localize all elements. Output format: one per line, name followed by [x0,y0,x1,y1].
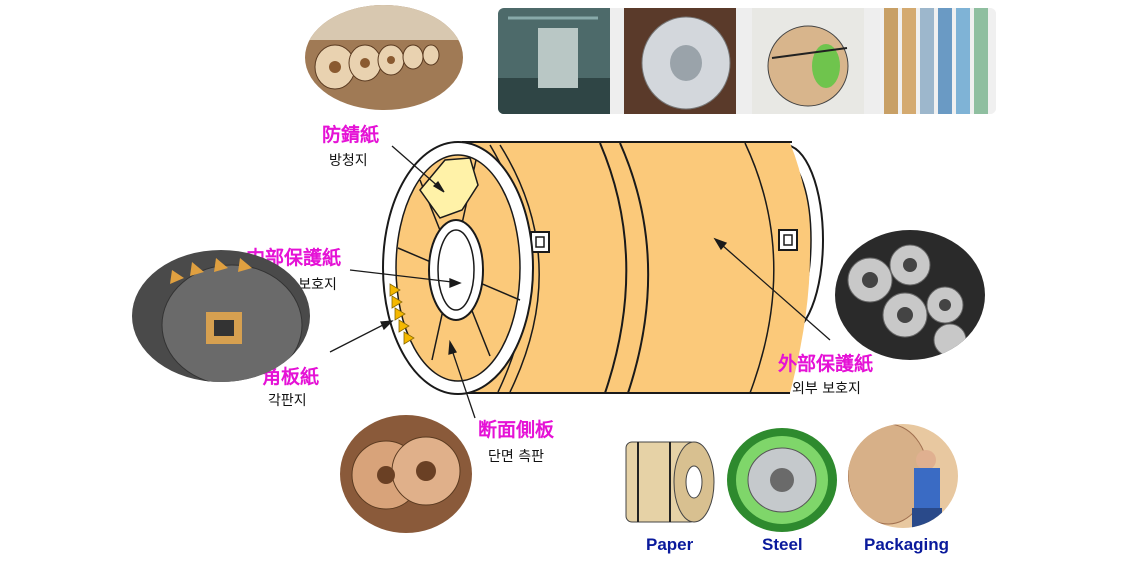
strapped-coil-photo [752,8,864,114]
rust-proof-paper-patch [419,157,479,219]
section-side-board-label-kr: 단면 측판 [488,449,544,465]
rust-proof-paper-label: 防錆紙 [322,124,380,146]
paper-coil-photo [618,428,718,530]
factory-photo-strip [498,8,996,114]
coil-front-face [382,141,534,395]
packaging-caption: Packaging [864,535,950,554]
coils-row-photo [305,5,463,110]
packaging-worker-photo [848,424,958,528]
section-side-board-label: 断面側板 [478,419,555,441]
corner-board-paper-label: 角板紙 [262,366,320,388]
corner-protector-photo [132,250,310,382]
pointer-lines [329,145,831,419]
wrapped-coil-photo [624,8,736,114]
side-board-photo [340,415,472,533]
steel-coil-body [460,141,824,394]
steel-coil-photo [727,428,837,532]
stacked-coils-photo [835,230,985,360]
corner-board-triangles [389,283,415,345]
corner-board-paper-label-kr: 각판지 [268,393,307,409]
outer-protection-paper-label: 外部保護紙 [778,353,874,375]
factory-photo [498,8,610,114]
paper-tubes-photo [880,8,996,114]
steel-caption: Steel [762,535,803,554]
rust-proof-paper-label-kr: 방청지 [329,153,368,169]
paper-caption: Paper [646,535,694,554]
outer-protection-paper-label-kr: 외부 보호지 [792,381,861,397]
